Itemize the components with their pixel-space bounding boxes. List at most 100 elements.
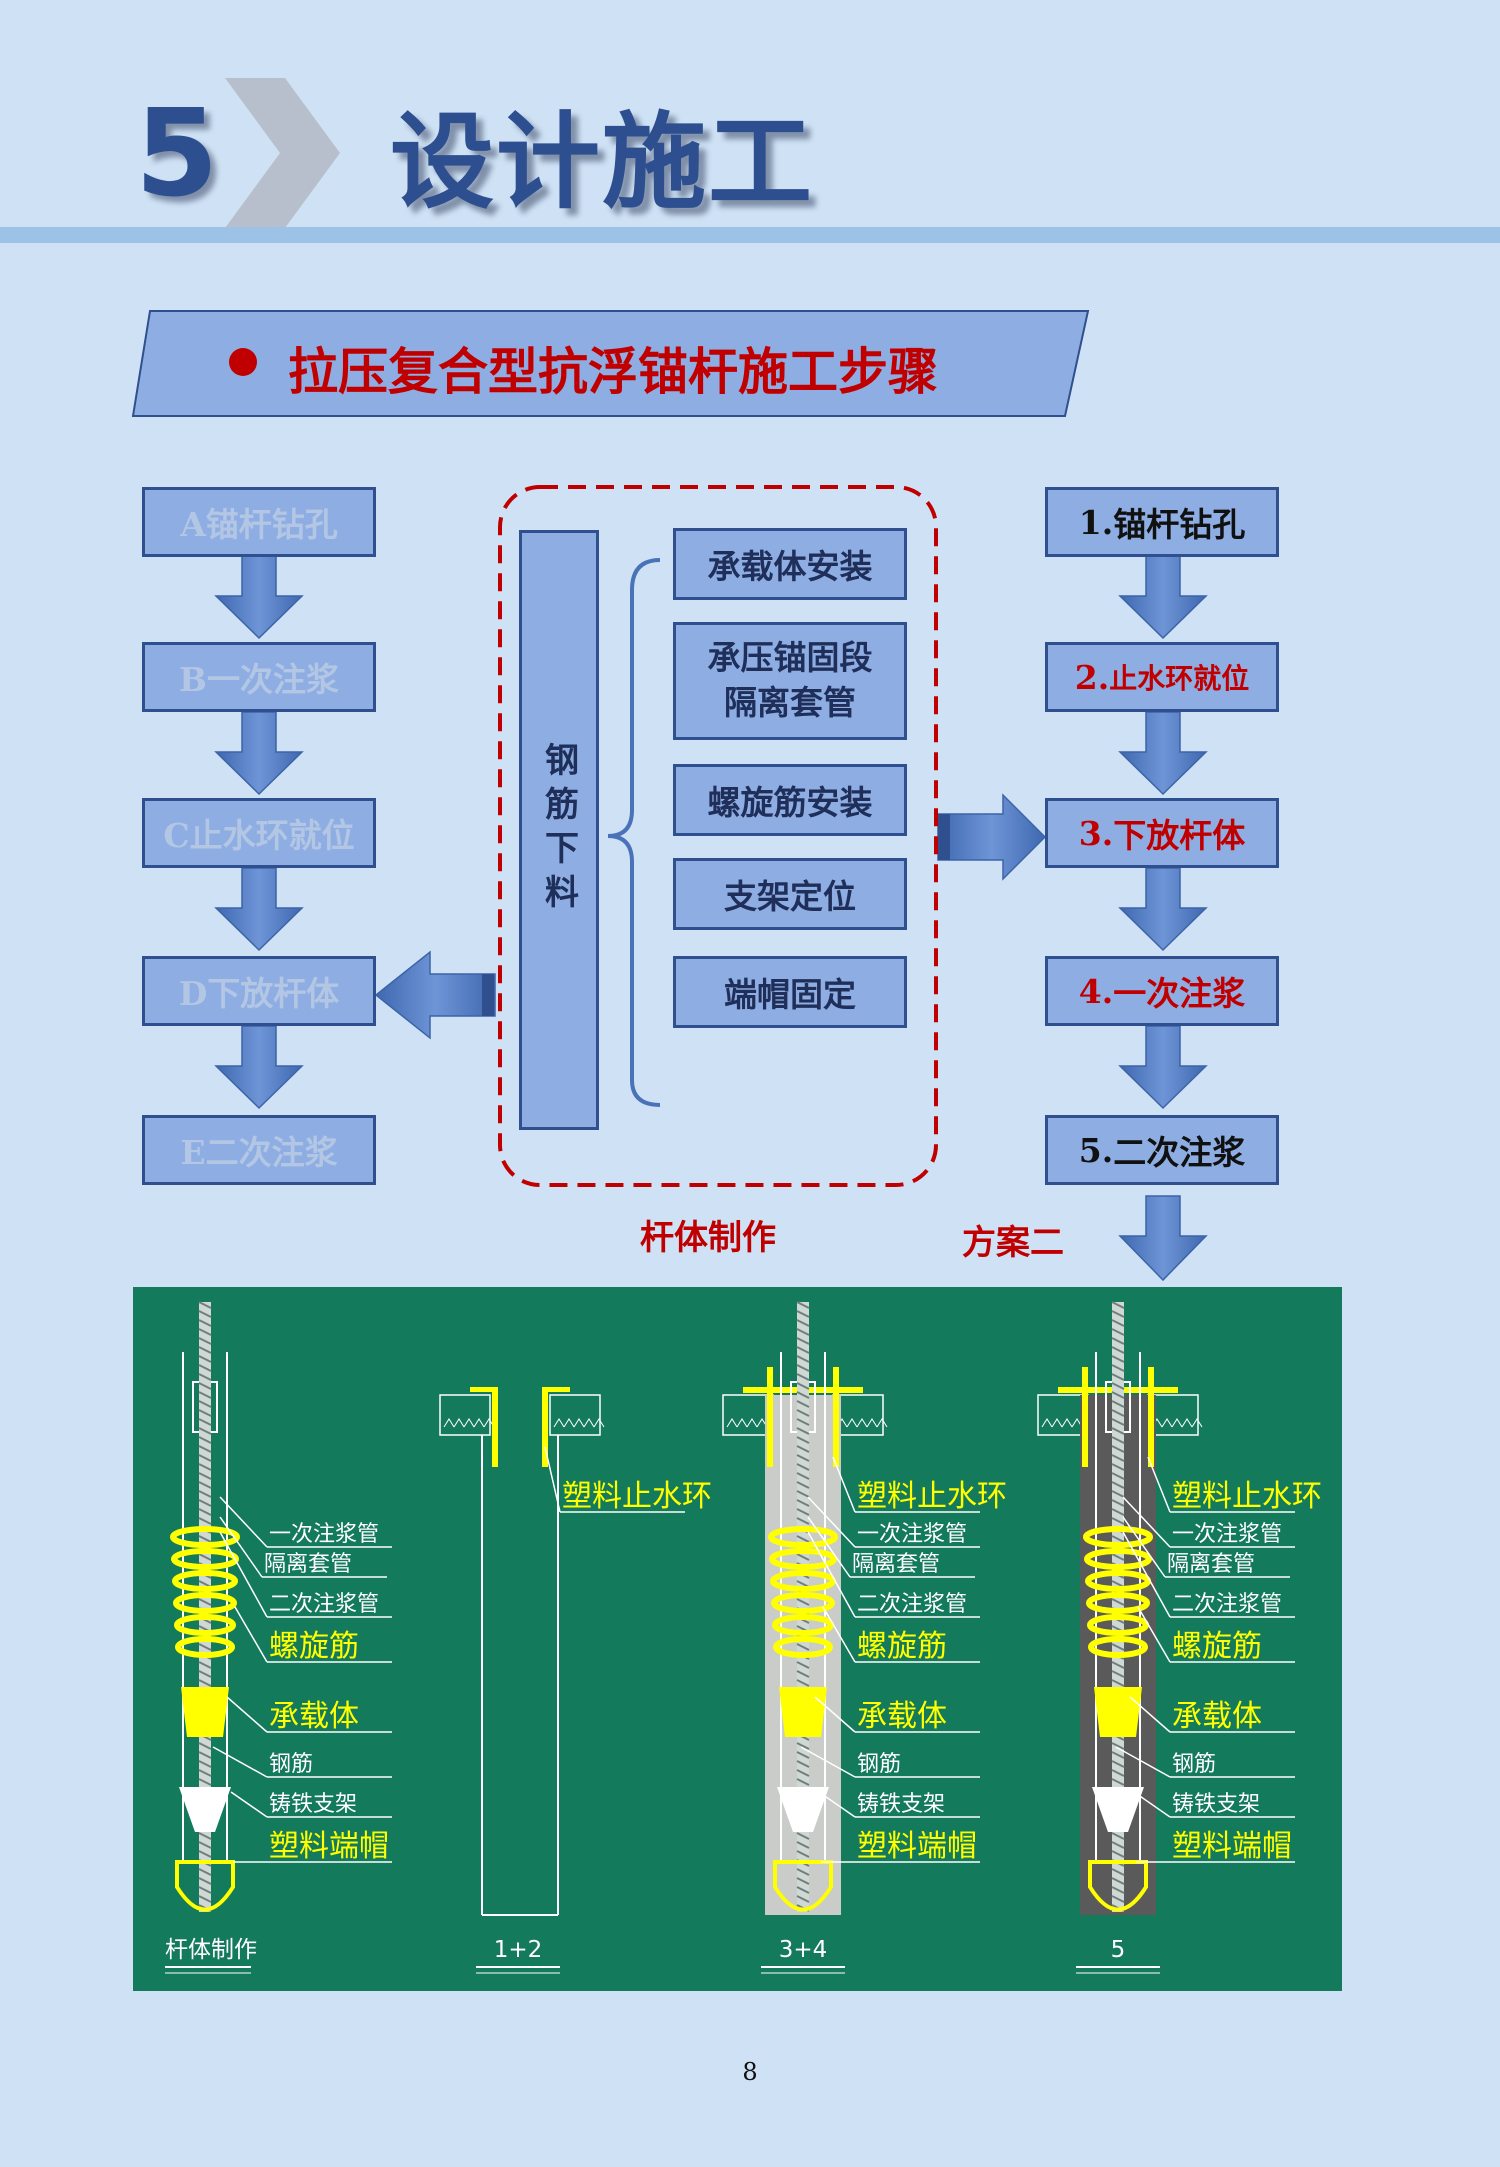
down-arrow <box>1118 555 1208 640</box>
cast-iron-support <box>777 1787 829 1832</box>
rebar-rod <box>1112 1302 1124 1912</box>
bearing-body <box>181 1687 229 1737</box>
page-number: 8 <box>742 2058 758 2086</box>
label-plastic-end-cap: 塑料端帽 <box>1172 1829 1292 1864</box>
right-caption: 方案二 <box>962 1223 1064 1263</box>
brace <box>607 558 661 1107</box>
left-step-a: A锚杆钻孔 <box>142 487 376 557</box>
spiral-bar <box>772 1614 834 1636</box>
step-text: 二次注浆 <box>1113 1133 1246 1172</box>
plastic-end-cap <box>773 1860 833 1912</box>
label-isolation-sleeve: 隔离套管 <box>1167 1552 1255 1577</box>
right-step-5: 5.二次注浆 <box>1045 1115 1279 1185</box>
label-isolation-sleeve: 隔离套管 <box>264 1552 352 1577</box>
left-step-e: E二次注浆 <box>142 1115 376 1185</box>
step-number: 1. <box>1078 502 1114 542</box>
down-arrow <box>214 555 304 640</box>
label-plastic-water-stop: 塑料止水环 <box>857 1479 1007 1514</box>
left-step-c: C止水环就位 <box>142 798 376 868</box>
spiral-bar <box>172 1570 238 1592</box>
spiral-bar <box>771 1592 835 1614</box>
label-primary-grout-pipe: 一次注浆管 <box>269 1522 379 1547</box>
label-spiral-bar: 螺旋筋 <box>857 1629 947 1664</box>
label-plastic-end-cap: 塑料端帽 <box>857 1829 977 1864</box>
spiral-bar <box>1086 1592 1150 1614</box>
center-item-5: 端帽固定 <box>673 956 907 1028</box>
left-step-b: B一次注浆 <box>142 642 376 712</box>
label-plastic-end-cap: 塑料端帽 <box>269 1829 389 1864</box>
spiral-bar <box>171 1548 239 1570</box>
stage-caption: 杆体制作 <box>165 1937 257 1963</box>
center-caption: 杆体制作 <box>640 1218 776 1258</box>
down-arrow <box>214 711 304 796</box>
spiral-bar <box>173 1592 237 1614</box>
spiral-bar <box>170 1526 240 1548</box>
spiral-bar <box>1083 1526 1153 1548</box>
label-primary-grout-pipe: 一次注浆管 <box>1172 1522 1282 1547</box>
dashed-frame <box>498 485 938 1187</box>
step-number: 2. <box>1074 657 1110 697</box>
ground-slab <box>439 1394 491 1436</box>
spiral-bar <box>769 1548 837 1570</box>
down-arrow <box>1118 867 1208 952</box>
spiral-bar <box>174 1614 236 1636</box>
spiral-bar <box>768 1526 838 1548</box>
right-step-3: 3.下放杆体 <box>1045 798 1279 868</box>
right-step-4: 4.一次注浆 <box>1045 956 1279 1026</box>
cast-iron-support <box>1092 1787 1144 1832</box>
spiral-bar <box>175 1636 235 1658</box>
right-step-2: 2.止水环就位 <box>1045 642 1279 712</box>
spiral-bar <box>770 1570 836 1592</box>
banner-title: 拉压复合型抗浮锚杆施工步骤 <box>288 343 938 401</box>
chevron-icon <box>225 78 340 228</box>
label-cast-iron-support: 铸铁支架 <box>1172 1792 1260 1817</box>
spiral-bar <box>1087 1614 1149 1636</box>
label-rebar: 钢筋 <box>269 1752 313 1777</box>
section-number: 5 <box>135 85 219 224</box>
banner-shape <box>131 310 1090 417</box>
step-number: 3. <box>1078 813 1114 853</box>
label-rebar: 钢筋 <box>857 1752 901 1777</box>
left-arrow <box>374 950 496 1040</box>
label-plastic-water-stop: 塑料止水环 <box>562 1479 712 1514</box>
plastic-end-cap <box>1088 1860 1148 1912</box>
down-arrow <box>214 867 304 952</box>
label-bearing-body: 承载体 <box>857 1699 947 1734</box>
center-item-1: 承载体安装 <box>673 528 907 600</box>
flow-connectors <box>214 485 1208 1282</box>
spiral-bar <box>1085 1570 1151 1592</box>
rebar-rod <box>199 1302 211 1912</box>
label-isolation-sleeve: 隔离套管 <box>852 1552 940 1577</box>
header-divider <box>0 227 1500 243</box>
spiral-bar <box>1084 1548 1152 1570</box>
left-step-d: D下放杆体 <box>142 956 376 1026</box>
stage-caption: 3+4 <box>779 1937 828 1963</box>
step-number: 5. <box>1078 1130 1114 1170</box>
label-spiral-bar: 螺旋筋 <box>269 1629 359 1664</box>
label-plastic-water-stop: 塑料止水环 <box>1172 1479 1322 1514</box>
label-secondary-grout-pipe: 二次注浆管 <box>857 1592 967 1617</box>
down-arrow <box>1118 1025 1208 1110</box>
label-rebar: 钢筋 <box>1172 1752 1216 1777</box>
right-step-1: 1.锚杆钻孔 <box>1045 487 1279 557</box>
step-text: 止水环就位 <box>1109 662 1250 695</box>
step-number: 4. <box>1078 971 1114 1011</box>
plastic-end-cap <box>175 1860 235 1912</box>
label-primary-grout-pipe: 一次注浆管 <box>857 1522 967 1547</box>
right-arrow <box>937 793 1047 881</box>
spiral-bar <box>773 1636 833 1658</box>
rebar-cutting-box: 钢筋下料 <box>519 530 599 1130</box>
down-arrow <box>214 1025 304 1110</box>
label-spiral-bar: 螺旋筋 <box>1172 1629 1262 1664</box>
down-arrow <box>1118 711 1208 796</box>
label-bearing-body: 承载体 <box>269 1699 359 1734</box>
label-cast-iron-support: 铸铁支架 <box>269 1792 357 1817</box>
step-text: 锚杆钻孔 <box>1113 505 1246 544</box>
rebar-rod <box>797 1302 809 1912</box>
bullet-icon <box>229 348 257 376</box>
center-item-3: 螺旋筋安装 <box>673 764 907 836</box>
construction-drawing-panel: 一次注浆管隔离套管二次注浆管螺旋筋承载体钢筋铸铁支架塑料端帽 塑料止水环 塑料止水环… <box>133 1287 1342 1991</box>
spiral-bar <box>1088 1636 1148 1658</box>
water-stop-ring <box>492 1387 498 1467</box>
